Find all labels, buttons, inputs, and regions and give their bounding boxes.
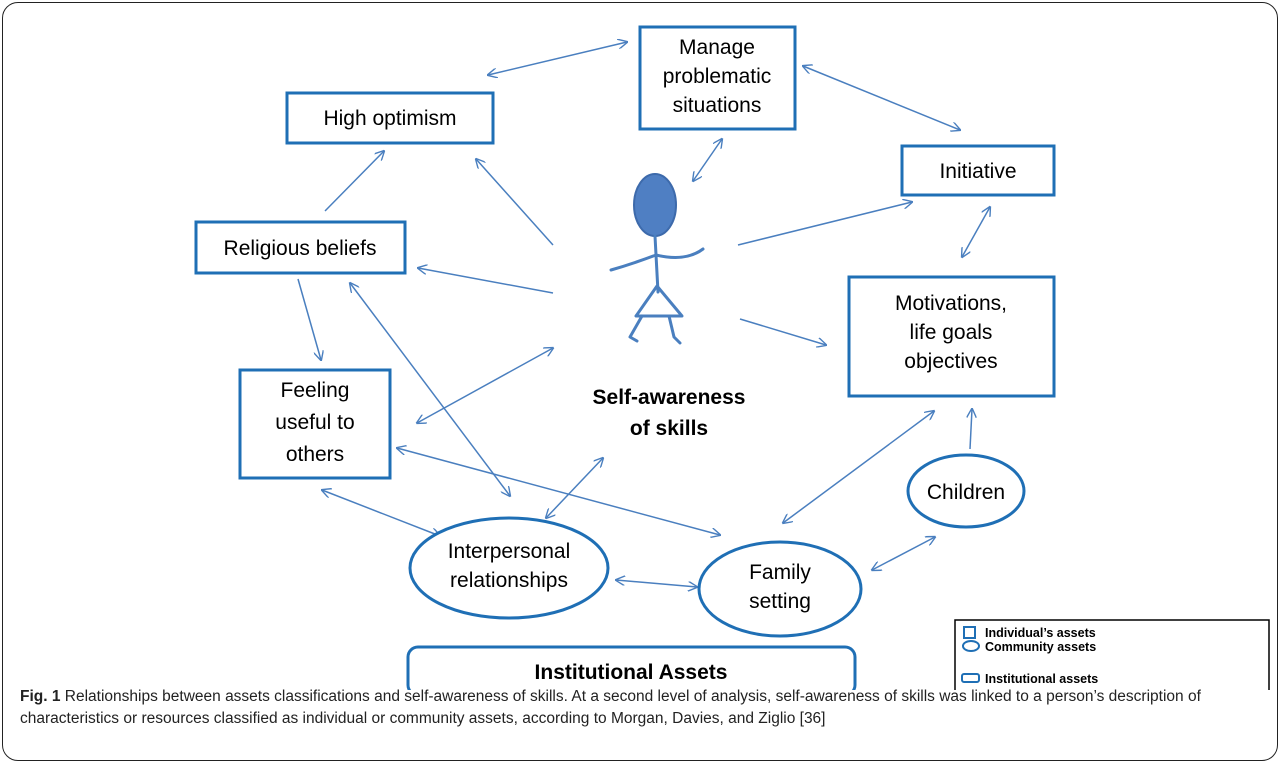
assets-diagram: Manage problematic situations High optim… xyxy=(194,25,1270,690)
legend-rounded-rect-icon xyxy=(961,673,980,683)
node-feeling: Feeling useful to others xyxy=(238,368,392,480)
arrow-children-motivations xyxy=(970,409,972,450)
node-optimism: High optimism xyxy=(285,91,495,145)
node-family-line-2: setting xyxy=(749,590,811,613)
node-motivations-line-2: life goals xyxy=(910,321,993,344)
legend: Individual’s assets Community assets Ins… xyxy=(954,619,1270,690)
arrow-person-manage xyxy=(693,139,722,181)
legend-square-icon xyxy=(963,626,976,639)
node-initiative-label: Initiative xyxy=(939,160,1016,183)
legend-item-individual: Individual’s assets xyxy=(985,626,1096,640)
node-feeling-line-2: useful to xyxy=(275,411,354,434)
arrow-interpersonal-family xyxy=(616,580,697,587)
center-label-line-1: Self-awareness xyxy=(593,386,746,409)
arrow-optimism-manage xyxy=(488,42,627,75)
arrow-person-motivations xyxy=(739,318,826,345)
arrow-feeling-interpersonal xyxy=(322,490,440,536)
arrow-religious-feeling xyxy=(297,278,321,360)
arrow-family-children xyxy=(872,537,935,570)
node-optimism-label: High optimism xyxy=(323,107,456,130)
node-motivations-line-1: Motivations, xyxy=(895,292,1007,315)
node-manage: Manage problematic situations xyxy=(638,25,797,131)
arrow-person-initiative xyxy=(737,202,912,246)
node-religious: Religious beliefs xyxy=(194,220,407,275)
figure-caption: Fig. 1 Relationships between assets clas… xyxy=(20,686,1265,730)
node-manage-line-3: situations xyxy=(673,94,762,117)
caption-text: Relationships between assets classificat… xyxy=(20,688,1201,727)
arrow-person-religious xyxy=(418,268,554,294)
node-manage-line-1: Manage xyxy=(679,36,755,59)
node-interpersonal-line-1: Interpersonal xyxy=(448,540,571,563)
node-motivations: Motivations, life goals objectives xyxy=(847,275,1056,398)
institutional-assets-label: Institutional Assets xyxy=(535,661,728,684)
arrow-person-feeling xyxy=(417,348,553,423)
node-motivations-line-3: objectives xyxy=(904,350,997,373)
node-religious-label: Religious beliefs xyxy=(224,237,377,260)
arrow-feeling-family xyxy=(397,448,720,535)
person-icon xyxy=(609,173,705,345)
figure-label: Fig. 1 xyxy=(20,688,61,705)
legend-ellipse-icon xyxy=(962,640,980,652)
arrow-initiative-motivations xyxy=(962,207,990,257)
node-family-line-1: Family xyxy=(749,561,811,584)
node-children-label: Children xyxy=(927,481,1005,504)
arrow-center-interpersonal xyxy=(546,458,603,518)
node-initiative: Initiative xyxy=(900,144,1056,197)
arrow-manage-initiative xyxy=(803,66,960,130)
node-feeling-line-1: Feeling xyxy=(281,379,350,402)
node-manage-line-2: problematic xyxy=(663,65,772,88)
arrows xyxy=(297,42,990,587)
center-label-line-2: of skills xyxy=(630,417,708,440)
arrow-person-optimism xyxy=(476,159,554,246)
node-interpersonal-line-2: relationships xyxy=(450,569,568,592)
node-interpersonal: Interpersonal relationships xyxy=(408,516,610,620)
center-label: Self-awareness of skills xyxy=(593,386,746,440)
node-family: Family setting xyxy=(697,540,863,638)
institutional-assets-box: Institutional Assets xyxy=(406,645,857,690)
node-feeling-line-3: others xyxy=(286,443,344,466)
arrow-religious-optimism xyxy=(324,151,384,212)
node-children: Children xyxy=(906,453,1026,529)
legend-item-institutional: Institutional assets xyxy=(985,672,1098,686)
legend-item-community: Community assets xyxy=(985,640,1096,654)
arrow-family-motivations xyxy=(783,411,934,523)
